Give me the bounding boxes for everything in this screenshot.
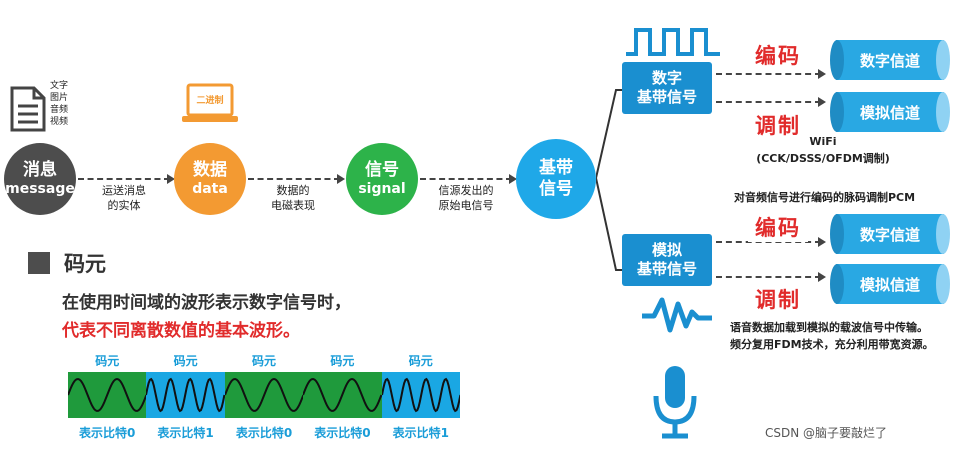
square-wave-icon xyxy=(626,28,720,56)
arrow-icon xyxy=(337,174,345,184)
edge-signal-baseband xyxy=(420,178,512,180)
baseband-title: 基带 信号 xyxy=(539,157,573,199)
document-icon xyxy=(10,86,46,132)
arrow-icon xyxy=(818,237,826,247)
digital-baseband-box: 数字 基带信号 xyxy=(622,62,712,114)
edge1-label: 运送消息 的实体 xyxy=(102,184,146,212)
symbol-line1: 在使用时间域的波形表示数字信号时， xyxy=(62,293,351,313)
baseband-node: 基带 信号 xyxy=(516,139,596,219)
doc-type-text: 文字 xyxy=(50,81,69,91)
symbol-cell-wave xyxy=(223,372,305,418)
laptop-icon: 二进制 xyxy=(180,83,240,127)
symbol-cell-bottom-label: 表示比特1 xyxy=(392,426,449,440)
symbol-line2: 代表不同离散数值的基本波形。 xyxy=(62,321,300,341)
arrow-icon xyxy=(818,272,826,282)
digital-channel-upper-label: 数字信道 xyxy=(859,51,920,70)
arrow-icon xyxy=(167,174,175,184)
signal-node: 信号 signal xyxy=(346,143,418,215)
edge-digital-modulate xyxy=(716,101,821,103)
analog-channel-lower-label: 模拟信道 xyxy=(859,275,920,294)
voice-note: 语音数据加载到模拟的载波信号中传输。 频分复用FDM技术，充分利用带宽资源。 xyxy=(730,320,966,353)
symbol-strip: 码元表示比特0 码元表示比特1 码元表示比特0 码元表示比特0 码元表示比特1 xyxy=(67,352,461,444)
symbol-heading: 码元 xyxy=(64,252,106,276)
edge-message-data xyxy=(78,178,170,180)
symbol-cell-top-label: 码元 xyxy=(95,354,120,368)
pcm-note: 对音频信号进行编码的脉码调制PCM xyxy=(734,191,916,204)
data-node: 数据 data xyxy=(174,143,246,215)
analog-baseband-label: 模拟 基带信号 xyxy=(636,240,697,279)
voice-note-line1: 语音数据加载到模拟的载波信号中传输。 xyxy=(730,321,928,334)
symbol-cell-top-label: 码元 xyxy=(330,354,355,368)
laptop-label: 二进制 xyxy=(196,96,224,106)
data-sub: data xyxy=(192,180,228,197)
symbol-cell-wave xyxy=(302,372,383,418)
data-title: 数据 xyxy=(193,159,227,180)
edge2-label: 数据的 电磁表现 xyxy=(271,184,315,212)
arrow-icon xyxy=(818,97,826,107)
doc-type-audio: 音频 xyxy=(50,105,69,116)
analog-baseband-box: 模拟 基带信号 xyxy=(622,234,712,286)
symbol-cell-top-label: 码元 xyxy=(173,354,198,368)
doc-type-image: 图片 xyxy=(50,93,69,104)
digital-channel-lower-label: 数字信道 xyxy=(859,225,920,244)
symbol-cell-wave xyxy=(380,372,461,418)
symbol-cell-bottom-label: 表示比特0 xyxy=(314,426,371,440)
symbol-cell-bottom-label: 表示比特0 xyxy=(79,426,136,440)
doc-types: 文字 图片 音频 视频 xyxy=(50,80,68,129)
signal-sub: signal xyxy=(358,180,406,197)
symbol-cell-bottom-label: 表示比特1 xyxy=(157,426,214,440)
analog-wave-icon xyxy=(642,297,712,333)
signal-title: 信号 xyxy=(365,159,399,180)
modulate-tag-upper: 调制 xyxy=(748,110,808,140)
message-title: 消息 xyxy=(23,159,57,180)
csdn-credit: CSDN @脑子要敲烂了 xyxy=(765,426,888,440)
symbol-cell-wave xyxy=(67,372,148,418)
digital-channel-upper: 数字信道 xyxy=(830,40,950,80)
message-node: 消息 message xyxy=(4,143,76,215)
modulate-tag-lower: 调制 xyxy=(748,284,808,314)
encode-tag-upper: 编码 xyxy=(748,40,808,70)
edge-data-signal xyxy=(248,178,340,180)
encode-tag-lower: 编码 xyxy=(748,212,808,242)
voice-note-line2: 频分复用FDM技术，充分利用带宽资源。 xyxy=(730,337,934,351)
edge3-label: 信源发出的 原始电信号 xyxy=(438,184,494,212)
message-sub: message xyxy=(5,180,75,197)
edge-analog-encode xyxy=(716,241,821,243)
symbol-cell-top-label: 码元 xyxy=(408,354,433,368)
symbol-cell-bottom-label: 表示比特0 xyxy=(235,426,293,440)
arrow-icon xyxy=(818,69,826,79)
arrow-icon xyxy=(509,174,517,184)
heading-bullet xyxy=(28,252,50,274)
edge-analog-modulate xyxy=(716,276,821,278)
microphone-icon xyxy=(653,366,697,439)
analog-channel-lower: 模拟信道 xyxy=(830,264,950,304)
edge-digital-encode xyxy=(716,73,821,75)
analog-channel-upper: 模拟信道 xyxy=(830,92,950,132)
doc-type-video: 视频 xyxy=(50,117,69,128)
wifi-note: WiFi (CCK/DSSS/OFDM调制) xyxy=(756,135,890,165)
digital-baseband-label: 数字 基带信号 xyxy=(636,68,697,107)
symbol-cell-top-label: 码元 xyxy=(251,354,276,368)
symbol-cell-wave xyxy=(145,372,226,418)
analog-channel-upper-label: 模拟信道 xyxy=(859,103,920,122)
digital-channel-lower: 数字信道 xyxy=(830,214,950,254)
